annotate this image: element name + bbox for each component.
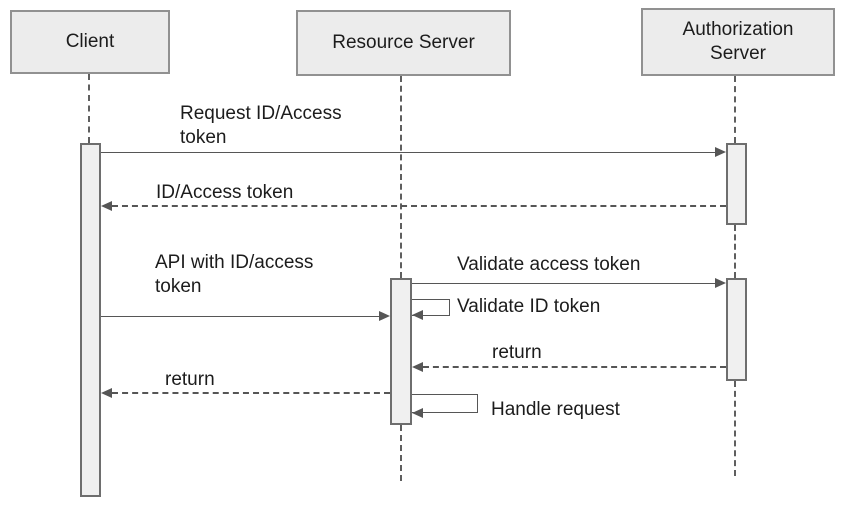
resource-server-lifeline-upper	[400, 76, 402, 278]
message-validate-id-token-loop	[412, 299, 450, 316]
participant-resource-server: Resource Server	[296, 10, 511, 76]
message-request-token-label: Request ID/Access token	[180, 103, 342, 148]
message-return-to-client-line	[112, 392, 390, 394]
message-id-access-token-line	[112, 205, 726, 207]
message-validate-id-token-arrowhead-icon	[412, 310, 423, 320]
authorization-server-lifeline-lower	[734, 381, 736, 476]
message-api-call-label: API with ID/access token	[155, 252, 314, 297]
message-validate-access-token-label: Validate access token	[457, 254, 641, 275]
message-handle-request-label: Handle request	[491, 399, 620, 420]
resource-server-lifeline-lower	[400, 425, 402, 481]
message-handle-request-loop	[412, 394, 478, 413]
message-api-call-arrowhead-icon	[379, 311, 390, 321]
message-handle-request-arrowhead-icon	[412, 408, 423, 418]
message-return-to-client-arrowhead-icon	[101, 388, 112, 398]
message-request-token-line	[101, 152, 715, 153]
participant-authorization-server-label: Authorization Server	[682, 19, 794, 64]
message-validate-id-token-label: Validate ID token	[457, 296, 601, 317]
participant-client: Client	[10, 10, 170, 74]
message-api-call-line	[101, 316, 379, 317]
message-return-to-resource-label: return	[492, 342, 542, 363]
message-return-to-client-label: return	[165, 369, 215, 390]
authorization-server-lifeline-upper	[734, 76, 736, 143]
message-id-access-token-arrowhead-icon	[101, 201, 112, 211]
participant-client-label: Client	[65, 31, 115, 52]
message-return-to-resource-arrowhead-icon	[412, 362, 423, 372]
message-validate-access-token-line	[412, 283, 715, 284]
resource-server-activation-bar	[390, 278, 412, 425]
message-id-access-token-label: ID/Access token	[156, 182, 294, 203]
message-validate-access-token-arrowhead-icon	[715, 278, 726, 288]
message-return-to-resource-line	[423, 366, 726, 368]
participant-authorization-server: Authorization Server	[641, 8, 835, 76]
authorization-server-activation-bar-2	[726, 278, 747, 381]
authorization-server-lifeline-middle	[734, 225, 736, 278]
message-request-token-arrowhead-icon	[715, 147, 726, 157]
client-lifeline	[88, 74, 90, 143]
client-activation-bar	[80, 143, 101, 497]
participant-resource-server-label: Resource Server	[332, 32, 475, 53]
authorization-server-activation-bar-1	[726, 143, 747, 225]
